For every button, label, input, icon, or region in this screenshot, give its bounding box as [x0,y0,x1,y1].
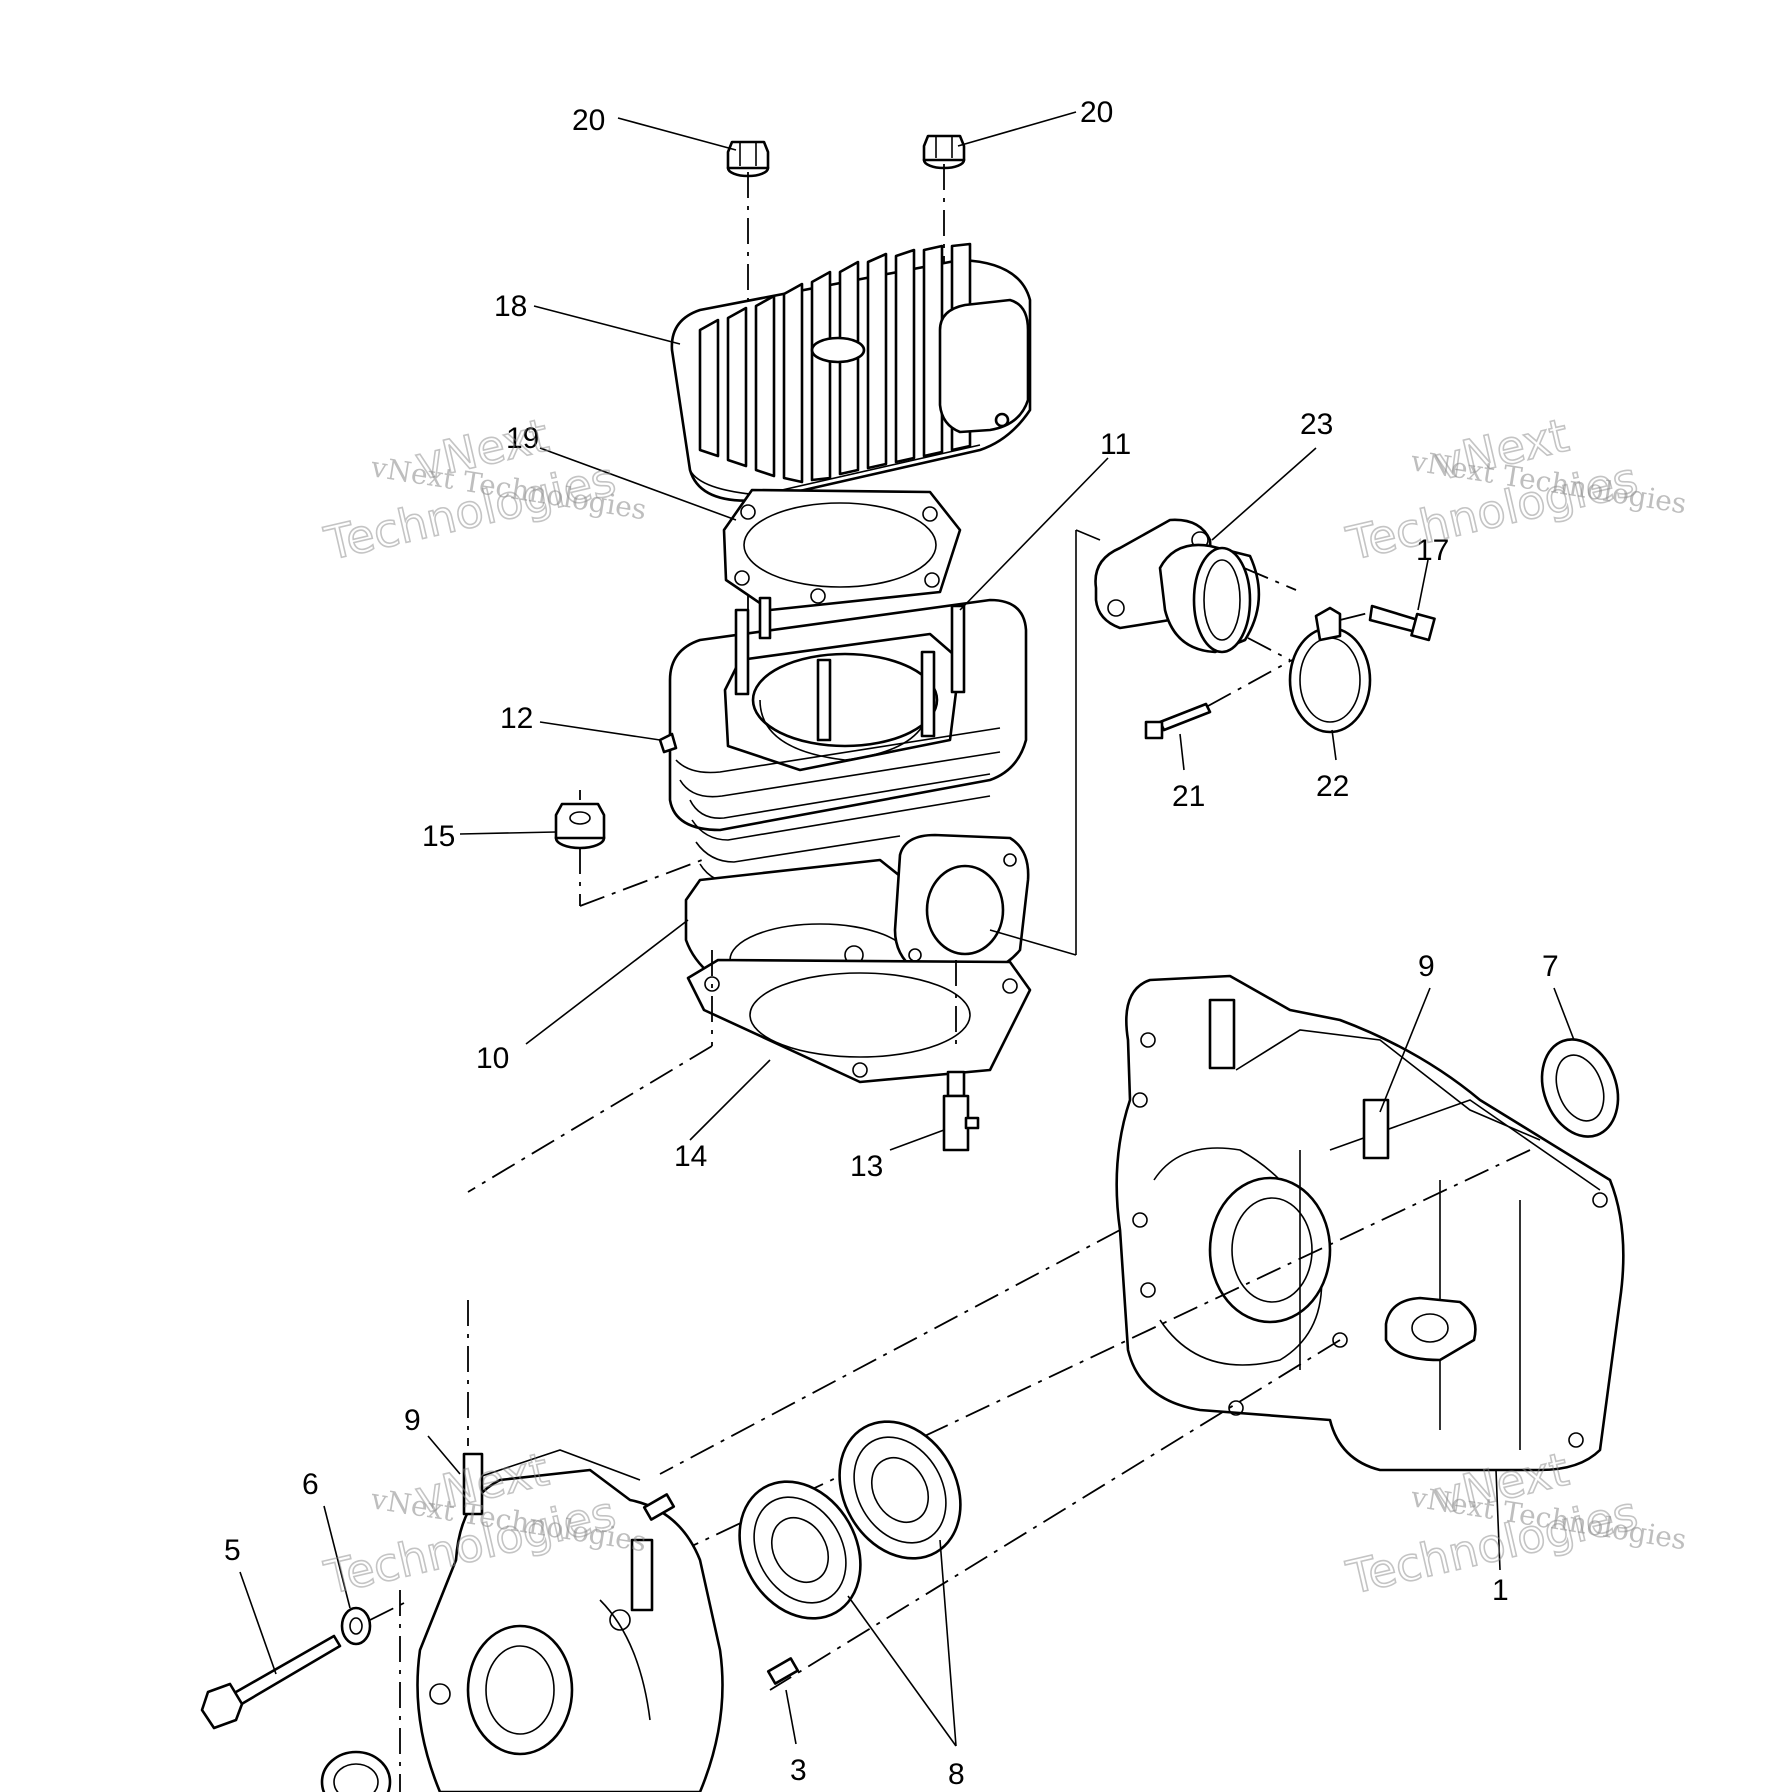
dowel-pin-lower [766,1657,800,1685]
intake-manifold [1094,518,1261,654]
crankcase-left [416,1449,724,1792]
callout-1: 1 [1492,1574,1509,1607]
callout-11: 11 [1100,428,1131,461]
oil-seal-left [320,1750,392,1792]
centerline-dowel-upper [659,1229,1121,1475]
manifold-bolt [1144,702,1212,740]
callout-19: 19 [506,422,539,455]
callout-22: 22 [1316,770,1349,803]
callout-9-upper: 9 [1418,950,1435,983]
watermark-top-right: vNext Technologies vNext Technologies [1341,407,1689,572]
callout-6: 6 [302,1468,319,1501]
cylinder-nut [554,802,606,850]
callout-12: 12 [500,702,533,735]
watermark-top-left: vNext Technologies vNext Technologies [319,407,649,572]
dowel-pin-upper [642,1493,676,1521]
callout-23: 23 [1300,408,1333,441]
callout-7: 7 [1542,950,1559,983]
callout-20-right: 20 [1080,96,1113,129]
callout-5: 5 [224,1534,241,1567]
cylinder [668,596,1030,1002]
bearing-outer [838,1420,962,1560]
head-nut-left [726,140,770,178]
crankcase-bolt [200,1634,342,1730]
base-gasket [686,958,1032,1084]
centerline-to-crankcase-left [467,1045,713,1193]
drain-plug [658,732,678,754]
crankcase-right [1115,974,1625,1472]
callout-10: 10 [476,1042,509,1075]
fitting [942,1070,980,1152]
callout-17: 17 [1416,534,1449,567]
clamp-screw [1368,604,1436,642]
centerline-dowel-lower [769,1339,1341,1691]
callout-15: 15 [422,820,455,853]
oil-seal-right [1540,1038,1620,1138]
cylinder-head [670,242,1032,502]
callout-8: 8 [948,1758,965,1791]
callout-21: 21 [1172,780,1205,813]
bearing-inner [738,1480,862,1620]
head-nut-right [922,134,966,170]
callout-3: 3 [790,1754,807,1787]
callout-9-lower: 9 [404,1404,421,1437]
callout-20-left: 20 [572,104,605,137]
callout-18: 18 [494,290,527,323]
leader-lines [239,111,1575,1747]
washer [340,1606,372,1646]
callout-14: 14 [674,1140,707,1173]
head-gasket [722,488,962,612]
callout-13: 13 [850,1150,883,1183]
hose-clamp [1288,606,1372,734]
